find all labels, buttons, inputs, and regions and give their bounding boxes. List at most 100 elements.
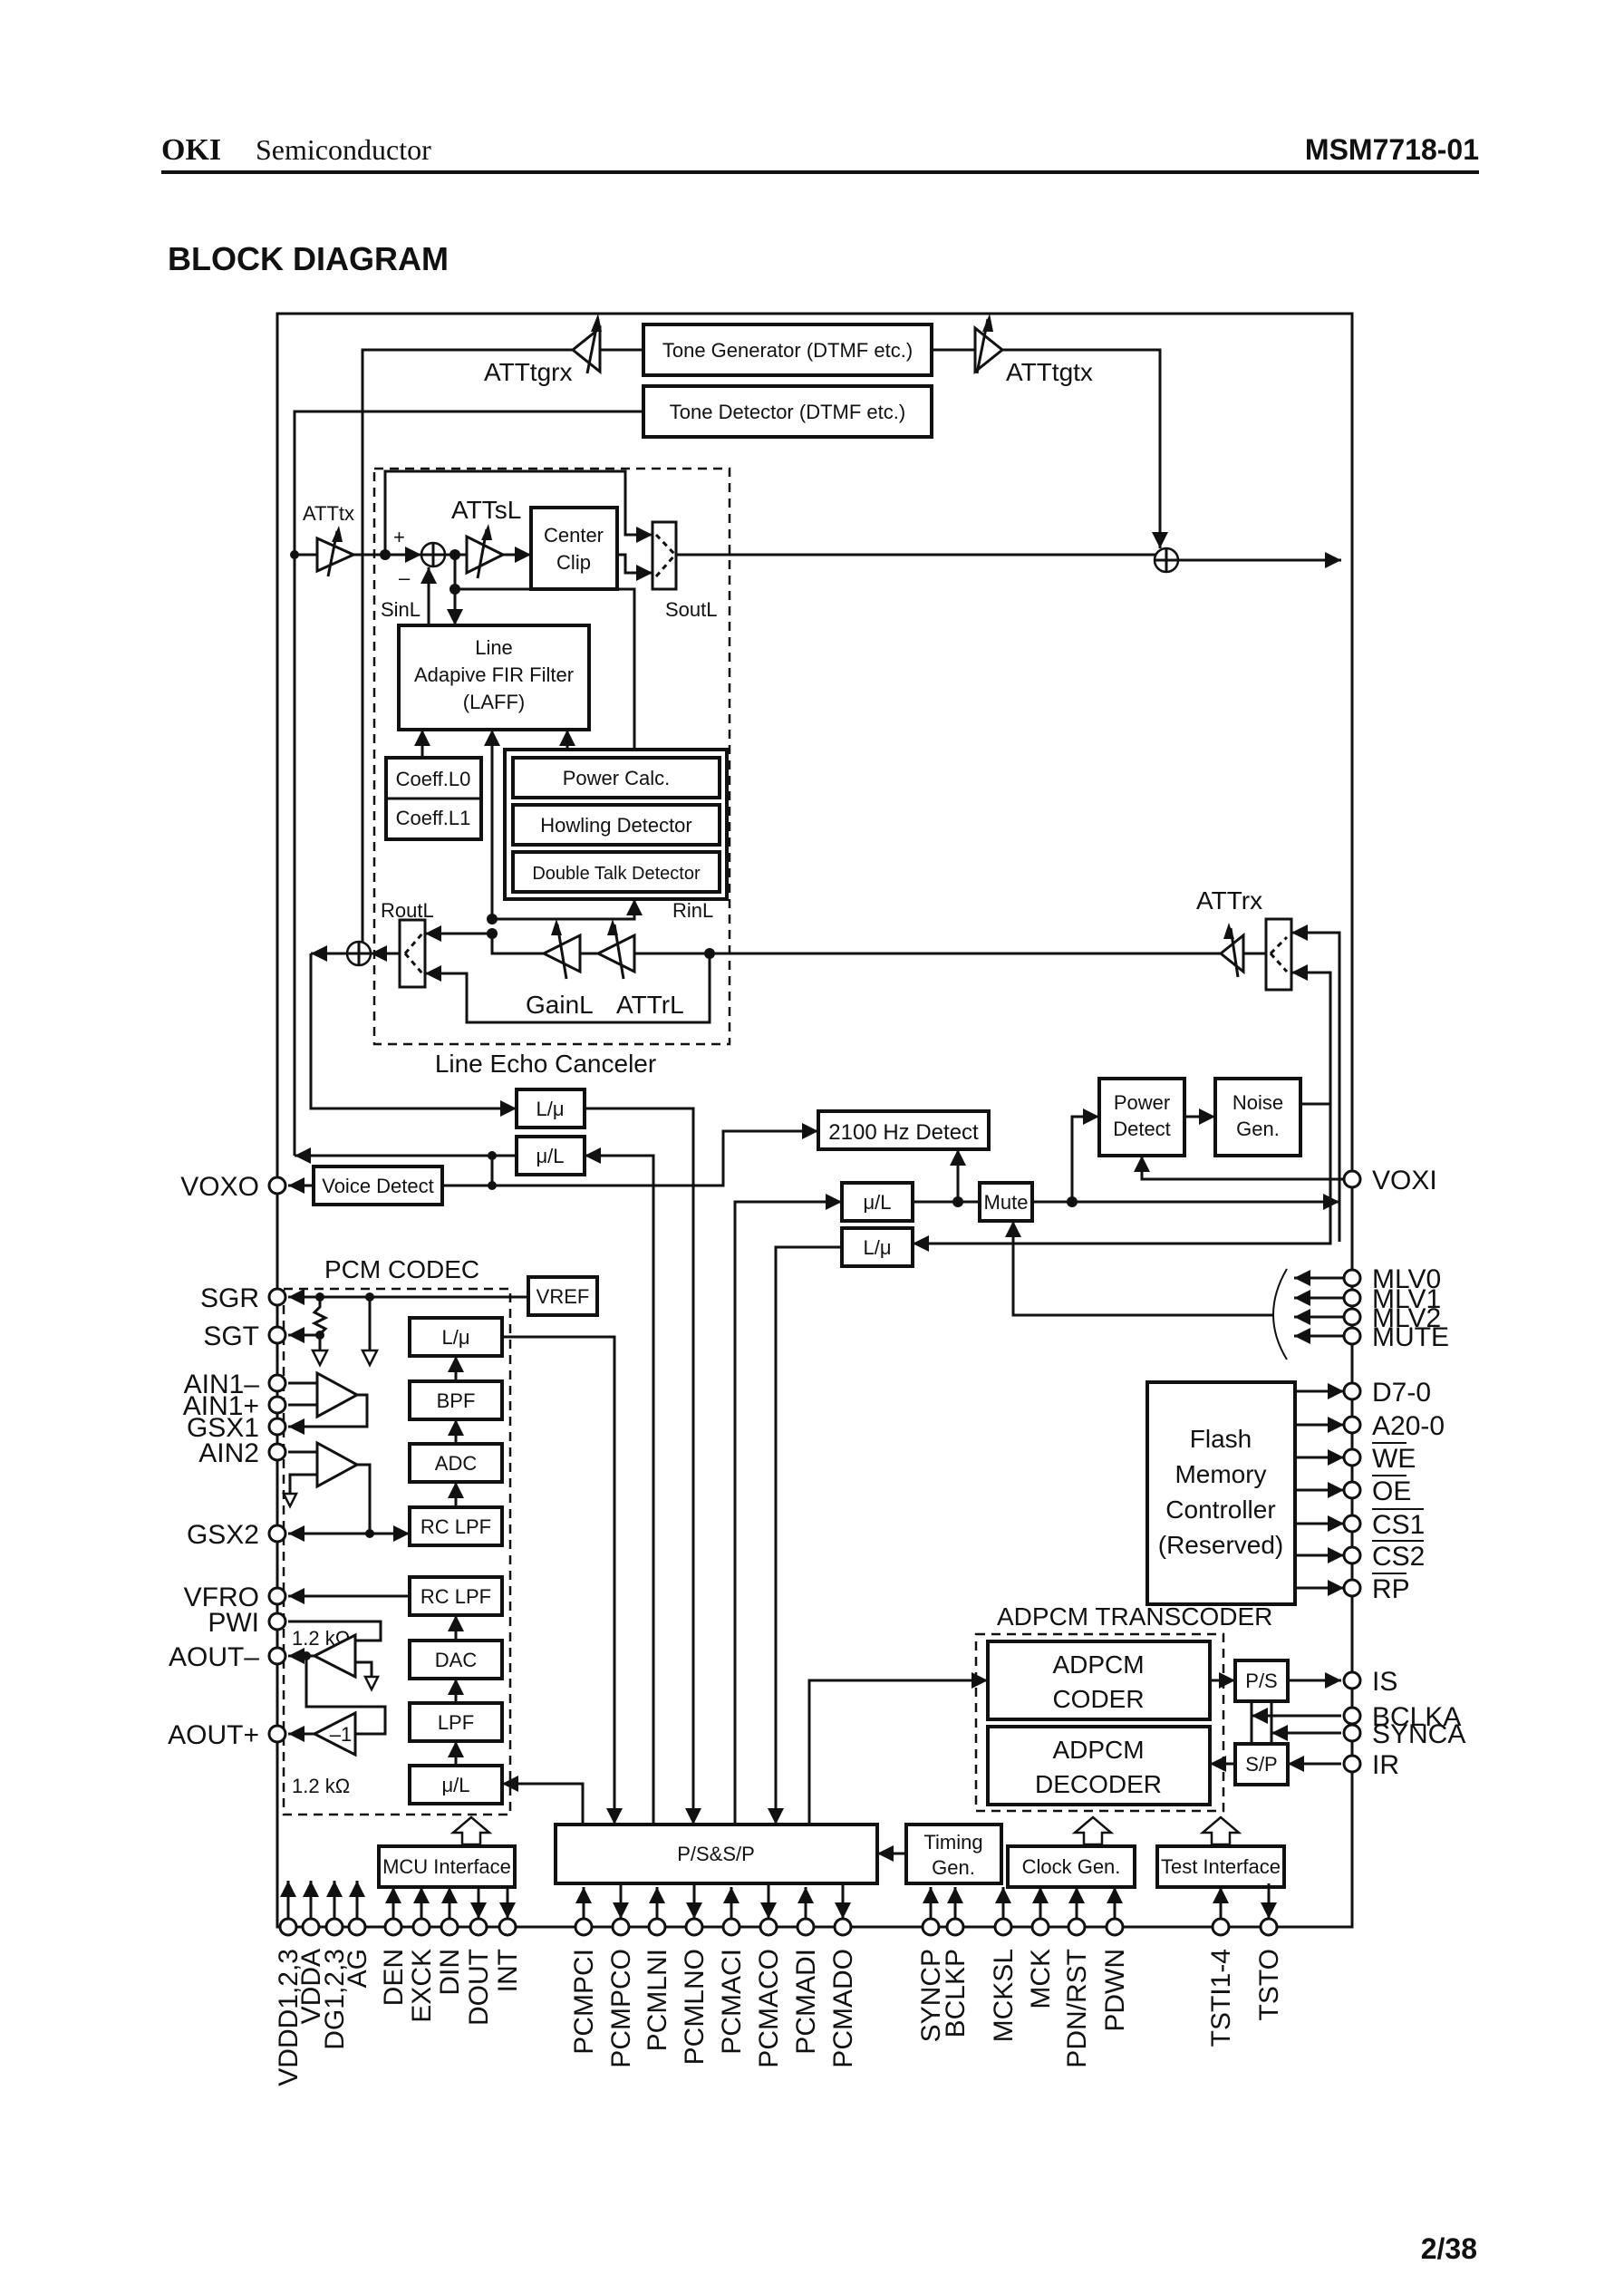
pin-label: PCMLNO [680, 1949, 710, 2065]
voice-detect-block: Voice Detect [312, 1165, 444, 1206]
codec-l-mu-label: L/μ [441, 1326, 469, 1349]
clock-bus-arrow [1071, 1815, 1115, 1846]
detect-2100hz-label: 2100 Hz Detect [828, 1120, 979, 1145]
pin-mlv1: MLV1 [1294, 1284, 1441, 1314]
pin-terminal [1259, 1917, 1279, 1937]
pin-sgr: SGR [200, 1283, 287, 1313]
pin-terminal [1342, 1514, 1362, 1534]
rout-l-label: RoutL [381, 899, 434, 922]
pin-label: MLV0 [1372, 1264, 1441, 1294]
pin-terminal [278, 1917, 298, 1937]
pin-oe: OE [1295, 1475, 1411, 1506]
lpf-block: LPF [408, 1701, 504, 1743]
pin-terminal [833, 1917, 853, 1937]
ps-sp-block: P/S&S/P [554, 1823, 879, 1885]
pin-label: AOUT– [169, 1642, 259, 1672]
laff-label-1: Line [475, 636, 513, 659]
pin-terminal [411, 1917, 431, 1937]
pin-tsto: TSTO [1254, 1883, 1284, 2020]
pin-label: PWI [208, 1608, 259, 1638]
pin-terminal [1342, 1381, 1362, 1401]
pin-label: D7-0 [1372, 1378, 1431, 1408]
pins-left: VOXOSGRSGTAIN1–AIN1+GSX1AIN2GSX2VFROPWIA… [168, 1172, 287, 1750]
part-number: MSM7718-01 [1305, 133, 1479, 166]
pin-terminal [1342, 1288, 1362, 1308]
pin-terminal [1342, 1480, 1362, 1500]
resistor-2-label: 1.2 kΩ [292, 1775, 350, 1797]
lin-to-mu-2-label: L/μ [863, 1236, 891, 1259]
pin-dg1-2-3: DG1,2,3 [320, 1881, 350, 2050]
pin-label: INT [493, 1949, 523, 1992]
lin-to-mu-1-label: L/μ [536, 1098, 564, 1120]
clock-gen-block: Clock Gen. [1006, 1844, 1136, 1889]
coeff-l1-label: Coeff.L1 [396, 807, 471, 829]
att-sl-label: ATTsL [451, 496, 521, 524]
summing-junction-tx [420, 541, 447, 568]
pin-terminal [1342, 1706, 1362, 1726]
vref-label: VREF [536, 1285, 590, 1308]
pin-terminal [440, 1917, 459, 1937]
pin-ain1: AIN1+ [183, 1391, 287, 1421]
ain2-opamp [315, 1440, 361, 1489]
pin-label: A20-0 [1372, 1411, 1445, 1441]
mu-to-lin-1-block: μ/L [515, 1135, 586, 1176]
pin-is: IS [1342, 1667, 1397, 1697]
pin-terminal [945, 1917, 965, 1937]
codec-mu-l-label: μ/L [441, 1774, 469, 1796]
pin-vddd1-2-3: VDDD1,2,3 [274, 1881, 304, 2086]
flash-label-3: Controller [1165, 1495, 1275, 1524]
mute-label: Mute [984, 1191, 1029, 1214]
noise-gen-label-2: Gen. [1236, 1118, 1280, 1140]
rout-switch [398, 918, 427, 989]
pin-bclkp: BCLKP [941, 1887, 971, 2037]
ain1-opamp [315, 1370, 361, 1419]
minus-sign: – [399, 566, 411, 589]
pin-label: AIN2 [198, 1438, 259, 1468]
pcm-codec-label: PCM CODEC [324, 1255, 479, 1283]
pin-label: VOXO [180, 1172, 259, 1202]
vref-block: VREF [527, 1275, 599, 1317]
pin-label: BCLKA [1372, 1702, 1461, 1732]
pin-label: PCMPCO [606, 1949, 636, 2068]
pin-terminal [1067, 1917, 1087, 1937]
line-echo-canceler-label: Line Echo Canceler [435, 1050, 656, 1078]
pin-label: RP [1372, 1574, 1410, 1604]
mute-block: Mute [978, 1181, 1034, 1223]
pin-label: MCKSL [989, 1949, 1019, 2042]
pin-dout: DOUT [464, 1887, 494, 2026]
adpcm-coder-label-1: ADPCM [1052, 1650, 1144, 1679]
pin-terminal [267, 1524, 287, 1544]
pin-int: INT [493, 1887, 523, 1992]
pin-terminal [574, 1917, 594, 1937]
adc-label: ADC [435, 1452, 478, 1475]
pin-label: PCMADI [791, 1949, 821, 2055]
dac-label: DAC [435, 1649, 478, 1671]
rc-lpf-rx-label: RC LPF [420, 1585, 491, 1608]
pin-terminal [1211, 1917, 1231, 1937]
timing-gen-block: Timing Gen. [904, 1823, 1003, 1885]
pin-label: VFRO [184, 1583, 259, 1612]
pin-terminal [267, 1287, 287, 1307]
pin-terminal [1342, 1447, 1362, 1467]
summing-junction-rx [345, 940, 372, 967]
pin-pcmadi: PCMADI [791, 1887, 821, 2055]
pin-din: DIN [435, 1887, 465, 1996]
pin-synca: SYNCA [1342, 1719, 1465, 1749]
coeff-l0-label: Coeff.L0 [396, 768, 471, 790]
pin-vfro: VFRO [184, 1583, 287, 1612]
pin-pdn-rst: PDN/RST [1062, 1887, 1092, 2068]
pin-terminal [469, 1917, 488, 1937]
oki-logo: OKI [161, 133, 221, 167]
power-calc-block: Power Calc. [511, 756, 721, 799]
pin-label: DOUT [464, 1949, 494, 2026]
ps-label: P/S [1245, 1670, 1277, 1692]
pin-cs2: CS2 [1295, 1540, 1425, 1572]
att-rl-amp [594, 919, 636, 980]
pin-label: AOUT+ [168, 1720, 259, 1750]
pin-aout: AOUT+ [168, 1720, 287, 1750]
pin-label: CS2 [1372, 1542, 1425, 1572]
test-interface-label: Test Interface [1161, 1855, 1281, 1878]
lpf-label: LPF [438, 1711, 474, 1734]
mu-to-lin-2-label: μ/L [863, 1191, 891, 1214]
att-rx-amp [1218, 923, 1245, 978]
